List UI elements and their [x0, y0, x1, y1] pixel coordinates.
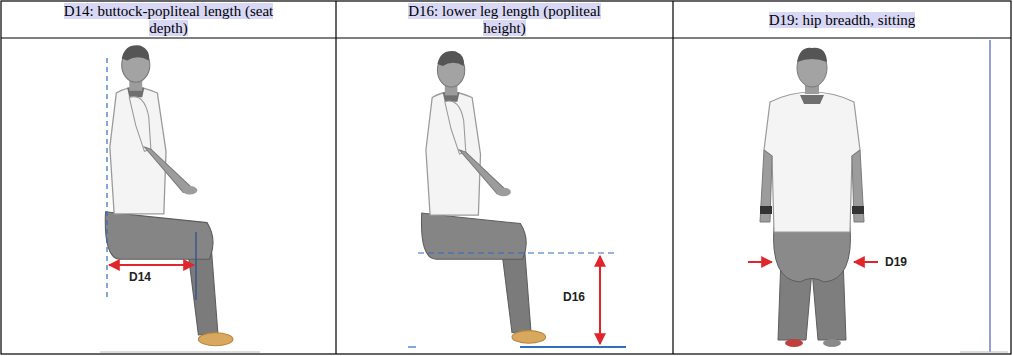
- header-cell: D19: hip breadth, sitting: [674, 12, 1010, 29]
- column-header: D16: lower leg length (popliteal height): [408, 3, 600, 36]
- dimension-label: D14: [128, 270, 152, 284]
- dimension-label: D16: [562, 290, 586, 304]
- header-cell: D16: lower leg length (popliteal height): [337, 3, 672, 37]
- column-header: D14: buttock-popliteal length (seat dept…: [64, 3, 274, 36]
- dimension-label: D19: [884, 255, 908, 269]
- column-header: D19: hip breadth, sitting: [769, 12, 916, 28]
- header-cell: D14: buttock-popliteal length (seat dept…: [2, 3, 335, 37]
